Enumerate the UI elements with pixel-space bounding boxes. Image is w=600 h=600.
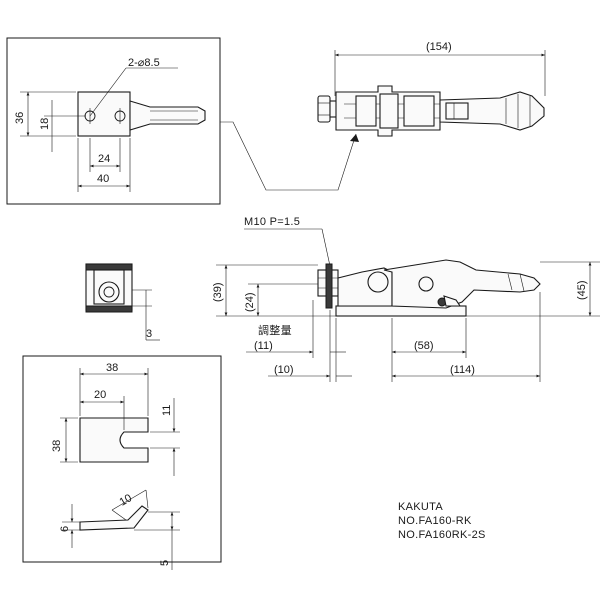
title-block: KAKUTA NO.FA160-RK NO.FA160RK-2S [398,501,486,541]
dim-24p-label: (24) [244,292,256,312]
adjust-amount-label: 調整量 [258,323,292,337]
dim-18-label: 18 [39,118,51,130]
dim-11-label: (11) [254,340,273,352]
dim-39-label: (39) [212,282,224,302]
dim-10-label: (10) [274,364,294,376]
top-view: (154) [317,41,546,137]
dim-45-label: (45) [576,280,588,300]
side-view: M10 P=1.5 (39) (24) (45) [212,216,600,382]
end-view: 3 [85,263,160,341]
detail-callout-line [220,121,359,191]
model-label-1: NO.FA160-RK [398,515,472,527]
thread-spec-label: M10 P=1.5 [244,216,300,228]
dim-38v-label: 38 [51,440,63,452]
dim-10b-label: 10 [118,492,135,509]
maker-label: KAKUTA [398,501,443,513]
dim-38w-label: 38 [106,362,118,374]
dim-40-label: 40 [97,173,109,185]
dim-58-label: (58) [414,340,434,352]
dim-11v-label: 11 [161,405,173,416]
dim-5-label: 5 [159,560,171,566]
dim-3-label: 3 [146,328,152,340]
dim-114-label: (114) [450,364,475,376]
model-label-2: NO.FA160RK-2S [398,529,486,541]
dim-24-label: 24 [98,153,110,165]
dim-20-label: 20 [94,389,106,401]
dim-6-label: 6 [59,526,71,532]
dim-36-label: 36 [14,112,26,124]
dim-154-label: (154) [426,41,452,53]
detail-box-top-left: 2-⌀8.5 36 18 24 40 [6,37,221,205]
hole-spec-label: 2-⌀8.5 [128,57,160,69]
detail-box-bottom-left: 38 20 11 38 10 6 5 [22,355,222,570]
